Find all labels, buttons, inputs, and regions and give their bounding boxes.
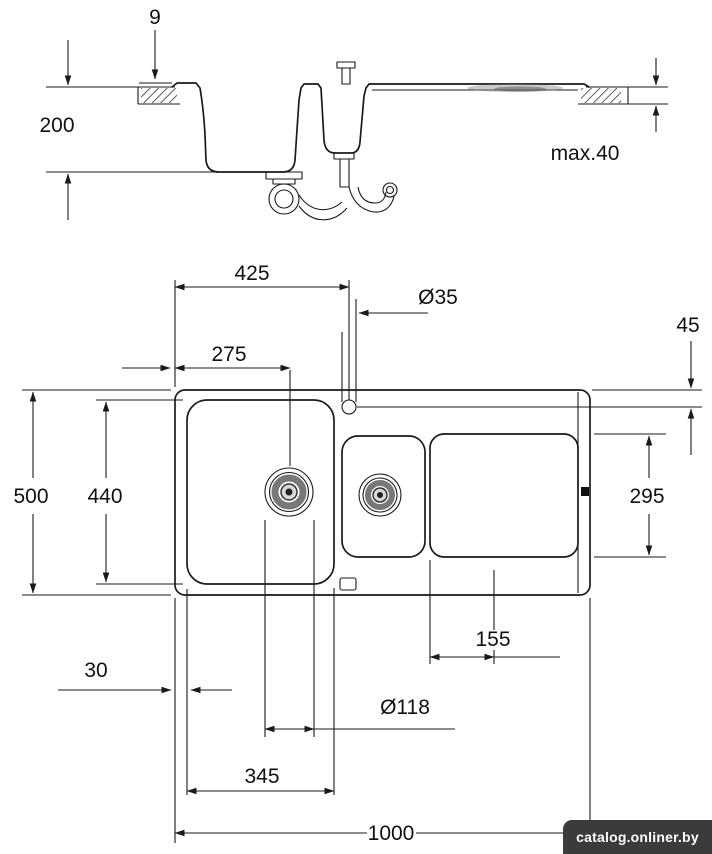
dim-overall-depth: 500 xyxy=(13,389,171,596)
main-drain-strainer xyxy=(264,467,314,517)
small-bowl xyxy=(341,435,426,558)
dim-label-275: 275 xyxy=(211,343,246,366)
sink-outline xyxy=(174,389,591,596)
dim-main-bowl-width: 345 xyxy=(186,588,335,795)
waste-control-knob xyxy=(336,61,356,85)
countertop-hatch-left xyxy=(141,88,177,103)
small-drain-strainer xyxy=(358,473,402,517)
mounting-clip xyxy=(581,487,589,496)
watermark-text: catalog.onliner.by xyxy=(576,829,699,845)
dim-label-345: 345 xyxy=(244,765,279,788)
plan-view: 425 Ø35 45 275 xyxy=(13,262,702,845)
side-section-view: 9 200 max.40 xyxy=(39,6,668,221)
dim-label-max40: max.40 xyxy=(551,142,620,165)
dim-label-425: 425 xyxy=(234,262,269,285)
dim-label-30: 30 xyxy=(84,659,107,682)
dim-drainboard-offset: 155 xyxy=(429,560,560,664)
pipe-fitting xyxy=(382,182,398,198)
faucet-hole xyxy=(341,399,357,415)
main-bowl xyxy=(186,399,335,585)
dim-label-9: 9 xyxy=(149,6,161,29)
drainboard-shadow-dark xyxy=(494,86,546,92)
overflow-detail xyxy=(339,577,357,591)
dim-faucet-hole-diameter: Ø35 xyxy=(341,286,458,402)
dim-label-500: 500 xyxy=(13,485,48,508)
dim-label-200: 200 xyxy=(39,114,74,137)
dim-edge-margin: 30 xyxy=(58,589,232,795)
dim-label-35: Ø35 xyxy=(418,286,458,309)
dim-drain-from-left: 275 xyxy=(122,343,291,466)
dim-counter-thickness: max.40 xyxy=(551,58,668,165)
siphon-trap xyxy=(268,183,300,215)
dim-rim-height: 9 xyxy=(139,6,172,84)
dim-label-155: 155 xyxy=(475,628,510,651)
dim-faucet-from-top: 45 xyxy=(357,314,702,455)
dim-label-118: Ø118 xyxy=(380,696,430,719)
dim-label-45: 45 xyxy=(676,314,699,337)
dim-faucet-from-left: 425 xyxy=(174,262,350,400)
dim-label-440: 440 xyxy=(87,485,122,508)
dim-label-1000: 1000 xyxy=(368,822,415,845)
dim-main-bowl-depth: 440 xyxy=(87,399,183,585)
countertop-hatch-right xyxy=(581,88,621,103)
watermark-badge: catalog.onliner.by xyxy=(563,820,712,854)
dim-drain-diameter: Ø118 xyxy=(264,520,455,737)
countertop-section xyxy=(137,86,629,105)
dim-label-295: 295 xyxy=(629,485,664,508)
dim-bowl-depth: 200 xyxy=(39,40,262,220)
sink-profile xyxy=(171,82,590,173)
drainboard xyxy=(429,433,579,558)
drain-plumbing xyxy=(265,152,398,221)
dim-overall-width: 1000 xyxy=(174,598,591,845)
dim-drainboard-depth: 295 xyxy=(594,433,666,558)
